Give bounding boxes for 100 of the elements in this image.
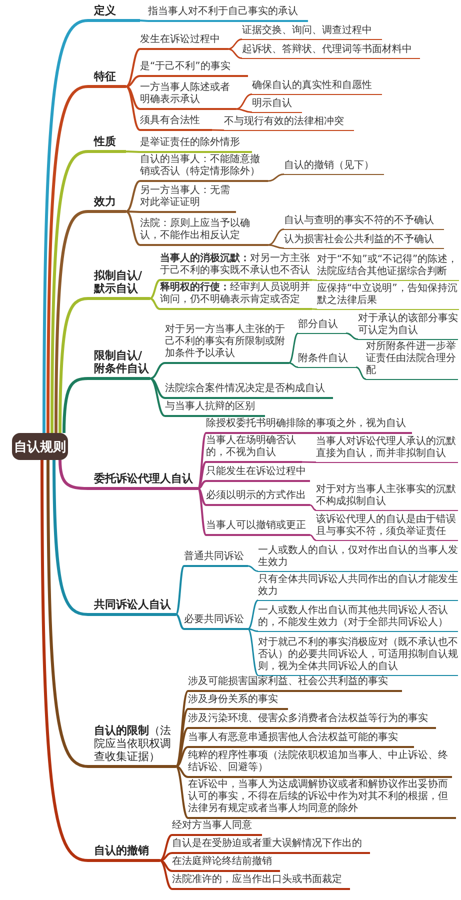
subtopic: 发生在诉讼过程中 [140, 34, 228, 50]
branch-line [126, 210, 140, 213]
branch-line [288, 332, 298, 364]
branch-line [198, 480, 206, 490]
branch-line [126, 75, 140, 88]
subtopic: 该诉讼代理人的自认是由于错误且与事实不符，须负举证责任 [316, 514, 458, 541]
branch-line [268, 228, 284, 246]
branch-line [40, 460, 88, 862]
branch-line [150, 378, 166, 417]
subtopic: 明示自认 [252, 98, 302, 113]
subtopic: 另一方当事人：无需对此举证证明 [140, 185, 236, 213]
subtopic: 只能发生在诉讼过程中 [206, 466, 310, 482]
branch-line [268, 244, 284, 249]
main-topic: 特征 [88, 70, 126, 88]
subtopic: 必要共同诉讼 [184, 614, 248, 630]
branch-line [197, 432, 207, 490]
branch-line [198, 488, 206, 506]
branch-line [248, 565, 258, 572]
branch-line [150, 378, 166, 399]
subtopic: 普通共同诉讼 [184, 551, 248, 567]
subtopic: 只有全体共同诉讼人共同作出的自认才能发生效力 [258, 574, 458, 601]
branch-line [126, 86, 140, 131]
branch-line [288, 362, 298, 368]
branch-line [176, 727, 188, 768]
branch-line [346, 332, 358, 340]
branch-line [160, 860, 172, 890]
branch-line [268, 174, 284, 182]
subtopic: 对于另一方当事人主张的于己不利的事实有所限制或附加条件予以承认 [165, 324, 289, 364]
main-topic: 自认的撤销 [88, 844, 160, 862]
branch-line [126, 86, 140, 110]
main-topic: 共同诉讼人自认 [88, 598, 176, 616]
subtopic: 一方当事人陈述或者明确表示承认 [140, 82, 236, 110]
main-topic: 拟制自认/默示自认 [88, 269, 150, 300]
branch-line [50, 150, 88, 433]
branch-line [197, 488, 207, 536]
main-topic: 定义 [88, 4, 140, 22]
subtopic: 在法庭辩论终结前撤销 [172, 856, 280, 872]
branch-line [176, 746, 188, 768]
subtopic: 涉及身份关系的事实 [188, 694, 288, 710]
subtopic: 自认的撤销（见下） [284, 160, 384, 175]
subtopic: 是举证责任的除外情形 [140, 137, 252, 153]
branch-line [126, 150, 140, 153]
branch-line [54, 210, 88, 433]
subtopic: 法院综合案件情况决定是否构成自认 [165, 383, 333, 399]
branch-line [150, 362, 166, 380]
subtopic: 当事人对诉讼代理人承认的沉默直接为自认，而并非拟制自认 [316, 436, 458, 463]
branch-line [248, 600, 258, 630]
subtopic: 一人或数人的自认，仅对作出自认的当事人发生效力 [258, 545, 458, 572]
subtopic: 对所附条件进一步举证责任由法院合理分配 [366, 341, 458, 380]
subtopic: 是“于己不利”的事实 [140, 61, 248, 77]
subtopic: 涉及可能损害国家利益、社会公共利益的事实 [188, 676, 402, 692]
branch-line [310, 534, 316, 541]
branch-line [62, 377, 88, 434]
subtopic: 释明权的行使：经审判人员说明并询问，仍不明确表示肯定或否定 [160, 282, 312, 310]
branch-line [302, 461, 316, 463]
branch-line [160, 852, 172, 862]
subtopic: 应保持“中立说明”，告知保持沉默之法律后果 [317, 283, 459, 310]
branch-line [228, 38, 242, 50]
branch-line [356, 366, 366, 380]
subtopic: 当事人的消极沉默：对另一方主张于己不利的事实既不承认也不否认 [160, 253, 312, 281]
branch-line [176, 614, 184, 630]
root-topic: 自认规则 [12, 433, 68, 460]
branch-line [52, 460, 88, 616]
subtopic: 对于承认的该部分事实可认定为自认 [358, 313, 458, 340]
branch-line [175, 708, 189, 768]
subtopic: 自认是在受胁迫或者重大误解情况下作出的 [172, 838, 370, 854]
branch-line [197, 461, 207, 490]
subtopic: 必须以明示的方式作出 [206, 490, 310, 506]
branch-line [160, 834, 172, 862]
subtopic: 认为损害社会公共利益的不予确认 [284, 234, 444, 249]
subtopic: 附条件自认 [298, 353, 356, 368]
branch-line [228, 48, 242, 59]
branch-line [248, 628, 258, 632]
main-topic: 自认的限制（法院应当依职权调查收集证据） [88, 724, 176, 768]
branch-line [46, 460, 88, 768]
branch-line [150, 279, 160, 300]
subtopic: 确保自认的真实性和自愿性 [252, 80, 382, 95]
main-topic: 委托诉讼代理人自认 [88, 472, 198, 490]
branch-line [126, 180, 140, 212]
subtopic: 当事人在场明确否认的，不视为自认 [206, 435, 302, 463]
branch-line [236, 94, 252, 110]
subtopic: 对于对方当事人主张事实的沉默不构成拟制自认 [316, 484, 458, 511]
subtopic: 不与现行有效的法律相冲突 [224, 116, 354, 131]
branch-line [175, 766, 189, 819]
subtopic: 指当事人对不利于自己事实的承认 [148, 6, 308, 22]
subtopic: 法院准许的，应当作出口头或书面裁定 [172, 874, 350, 890]
subtopic: 起诉状、答辩状、代理词等书面材料中 [242, 44, 420, 59]
branch-line [312, 279, 318, 281]
branch-line [248, 628, 258, 676]
main-topic: 性质 [88, 135, 126, 153]
subtopic: 对于“不知”或“不记得”的陈述，法院应结合其他证据综合判断 [317, 254, 459, 281]
main-topic: 效力 [88, 195, 126, 213]
subtopic: 法院：原则上应当予以确认，不能作出相反认定 [140, 218, 268, 246]
subtopic: 一人或数人作出自认而其他共同诉讼人否认的，不能发生效力（对于全部共同诉讼人） [258, 605, 458, 632]
branch-line [312, 308, 318, 310]
branch-line [175, 565, 185, 616]
branch-line [58, 297, 88, 433]
main-topic: 限制自认/附条件自认 [88, 349, 150, 380]
branch-line [150, 298, 160, 310]
subtopic: 当事人有恶意串通损害他人合法权益可能的事实 [188, 732, 414, 748]
